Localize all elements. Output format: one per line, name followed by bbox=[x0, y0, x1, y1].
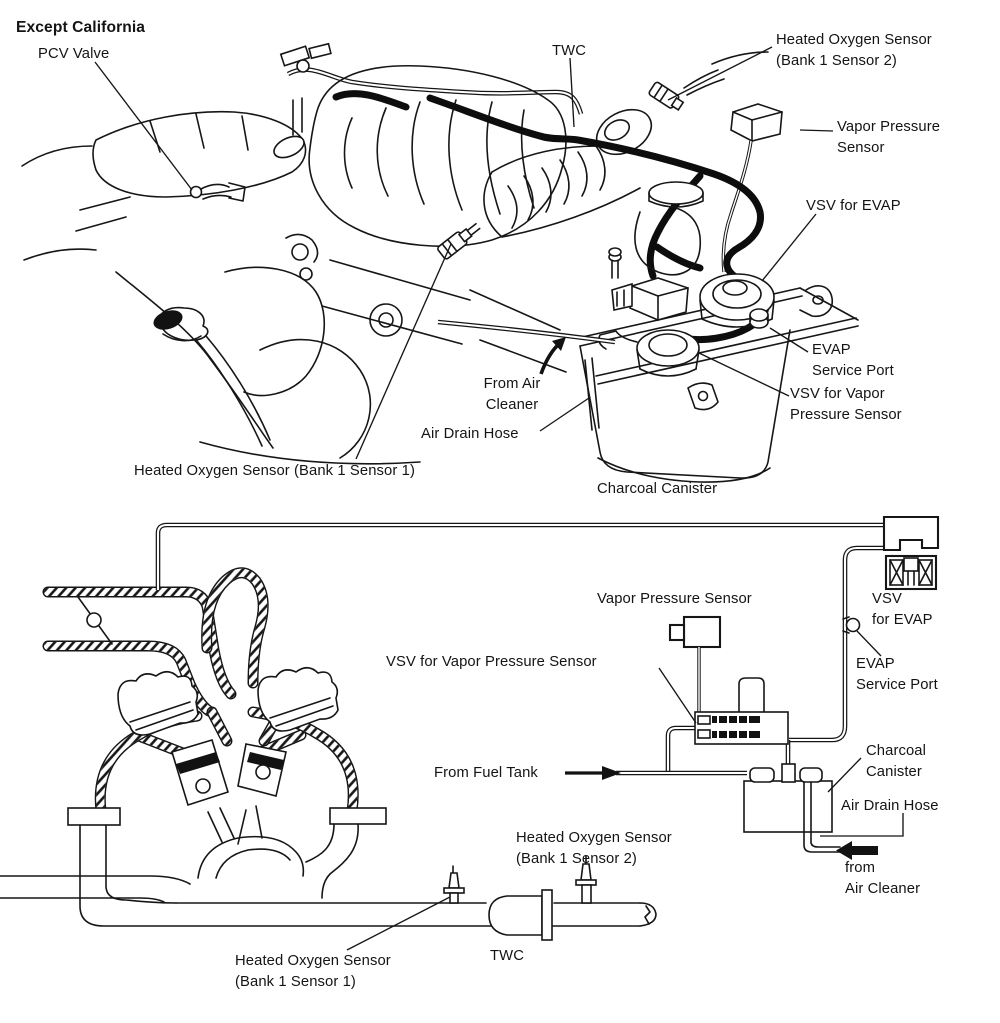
label-evap-service-port-bottom: EVAP Service Port bbox=[856, 656, 938, 693]
label-from-air-cleaner-top: From Air Cleaner bbox=[483, 376, 541, 413]
twc-converter-drawing bbox=[483, 108, 653, 238]
label-from-air-cleaner-bottom: from Air Cleaner bbox=[845, 860, 921, 897]
label-vsv-for-vps-bottom: VSV for Vapor Pressure Sensor bbox=[386, 654, 597, 670]
label-twc-bottom: TWC bbox=[490, 948, 524, 964]
label-vsv-for-evap-bottom: VSV for EVAP bbox=[872, 591, 933, 628]
oil-reservoir-drawing bbox=[634, 181, 704, 276]
bottom-schematic-illustration bbox=[0, 515, 940, 951]
top-vacuum-pipe-drawing bbox=[273, 42, 584, 159]
vapor-pressure-sensor-icon bbox=[668, 615, 722, 716]
figure-heading: Except California bbox=[16, 19, 146, 36]
vsv-for-evap-icon bbox=[882, 515, 940, 591]
engine-left-bank-drawing bbox=[21, 110, 326, 449]
label-heated-oxygen-sensor-b1s1-bottom: Heated Oxygen Sensor (Bank 1 Sensor 1) bbox=[235, 953, 391, 990]
charcoal-canister-icon bbox=[743, 763, 841, 853]
label-charcoal-canister-top: Charcoal Canister bbox=[597, 481, 718, 497]
air-flow-arrow bbox=[539, 337, 566, 375]
vsv-for-vps-icon bbox=[694, 677, 789, 745]
top-engine-illustration bbox=[21, 42, 859, 483]
top-leader-lines bbox=[94, 46, 834, 460]
charcoal-canister-assembly-drawing bbox=[437, 247, 859, 483]
from-fuel-tank-arrow bbox=[565, 766, 621, 780]
label-vapor-pressure-sensor-bottom: Vapor Pressure Sensor bbox=[597, 591, 752, 607]
evap-pipe-drawing bbox=[155, 522, 893, 776]
label-heated-oxygen-sensor-b1s2-top: Heated Oxygen Sensor (Bank 1 Sensor 2) bbox=[776, 32, 932, 69]
oxygen-sensor-1-icon bbox=[443, 865, 465, 904]
label-charcoal-canister-bottom: Charcoal Canister bbox=[866, 743, 927, 780]
label-air-drain-hose-bottom: Air Drain Hose bbox=[841, 798, 939, 814]
evap-service-port-icon bbox=[842, 616, 861, 634]
vapor-pressure-sensor-drawing bbox=[721, 103, 783, 273]
engine-front-cover-drawing bbox=[199, 259, 567, 465]
label-evap-service-port-top: EVAP Service Port bbox=[812, 342, 894, 379]
label-air-drain-hose-top: Air Drain Hose bbox=[421, 426, 519, 442]
label-heated-oxygen-sensor-b1s2-bottom: Heated Oxygen Sensor (Bank 1 Sensor 2) bbox=[516, 830, 672, 867]
from-air-cleaner-arrow bbox=[836, 841, 878, 860]
pcv-valve-drawing bbox=[189, 182, 246, 202]
label-vsv-for-evap-top: VSV for EVAP bbox=[806, 198, 901, 214]
label-twc-top: TWC bbox=[552, 43, 586, 59]
intake-plenum-drawing bbox=[308, 64, 567, 248]
engine-cross-section-drawing bbox=[0, 573, 657, 927]
oxygen-sensor-1-drawing bbox=[437, 222, 481, 260]
label-from-fuel-tank: From Fuel Tank bbox=[434, 765, 538, 781]
twc-icon bbox=[488, 889, 553, 941]
label-heated-oxygen-sensor-b1s1-top: Heated Oxygen Sensor (Bank 1 Sensor 1) bbox=[134, 463, 415, 479]
label-vsv-for-vps-top: VSV for Vapor Pressure Sensor bbox=[790, 386, 902, 423]
oxygen-sensor-2-icon bbox=[575, 855, 597, 904]
label-pcv-valve: PCV Valve bbox=[38, 46, 110, 62]
label-vapor-pressure-sensor-top: Vapor Pressure Sensor bbox=[837, 119, 941, 156]
bottom-leader-lines bbox=[346, 630, 904, 951]
oxygen-sensor-2-drawing bbox=[648, 51, 769, 111]
